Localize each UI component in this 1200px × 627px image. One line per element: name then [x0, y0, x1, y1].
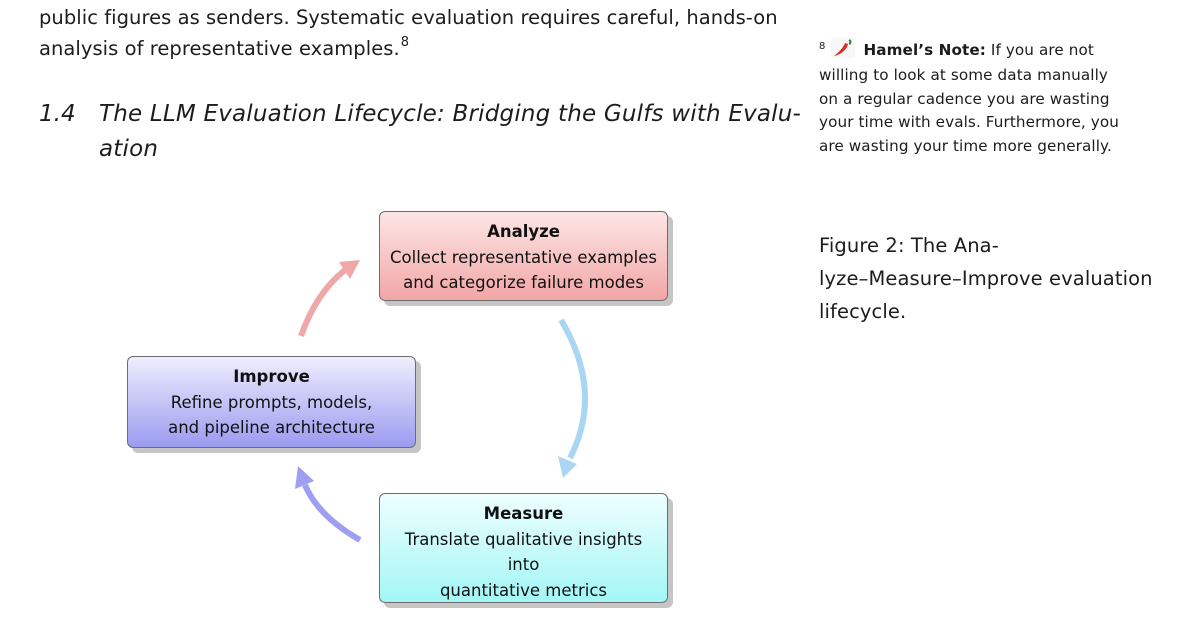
arrow-measure-to-improve-head: [295, 466, 314, 489]
measure-title: Measure: [483, 504, 564, 523]
side-note-line: on a regular cadence you are wasting: [819, 89, 1110, 108]
measure-box: Measure Translate qualitative insights i…: [379, 493, 668, 603]
side-note-marker: 8: [819, 41, 826, 52]
section-title-line-1: The LLM Evaluation Lifecycle: Bridging t…: [99, 101, 802, 127]
arrow-analyze-to-measure: [558, 318, 588, 460]
analyze-title: Analyze: [487, 222, 560, 241]
footnote-reference[interactable]: 8: [400, 35, 410, 50]
measure-line-1: Translate qualitative insights: [404, 529, 643, 549]
side-note-line: willing to look at some data manually: [819, 66, 1108, 85]
body-text-line: analysis of representative examples.8: [39, 35, 410, 64]
arrow-analyze-to-measure-head: [558, 456, 577, 478]
section-number: 1.4: [39, 101, 76, 127]
analyze-box: Analyze Collect representative examples …: [379, 211, 668, 301]
arrow-measure-to-improve: [302, 483, 362, 543]
analyze-line-1: Collect representative examples: [390, 247, 657, 267]
body-line-2: analysis of representative examples.: [39, 37, 400, 60]
side-note-line: your time with evals. Furthermore, you: [819, 113, 1119, 132]
chili-pepper-icon: [831, 38, 856, 58]
improve-box: Improve Refine prompts, models, and pipe…: [127, 356, 416, 448]
measure-line-3: quantitative metrics: [439, 580, 608, 600]
figure-caption: Figure 2: The Ana- lyze–Measure–Improve …: [819, 229, 1153, 328]
caption-line: Figure 2: The Ana-: [819, 234, 999, 257]
side-note-text: If you are not: [990, 41, 1094, 59]
improve-line-1: Refine prompts, models,: [170, 392, 373, 412]
caption-line: lyze–Measure–Improve evaluation: [819, 267, 1153, 290]
arrow-improve-to-analyze: [298, 267, 347, 337]
improve-title: Improve: [233, 367, 310, 386]
body-line-1: public figures as senders. Systematic ev…: [39, 6, 778, 29]
arrow-improve-to-analyze-head: [339, 260, 360, 279]
improve-line-2: and pipeline architecture: [168, 418, 375, 437]
measure-line-2: into: [507, 555, 540, 574]
body-text-line: public figures as senders. Systematic ev…: [39, 6, 778, 30]
caption-line: lifecycle.: [819, 300, 907, 323]
side-note-label: Hamel’s Note:: [863, 41, 986, 59]
side-note-line: 8 Hamel’s Note: If you are not: [819, 38, 1119, 64]
side-note: 8 Hamel’s Note: If you are not willing t…: [819, 38, 1119, 158]
section-title-line-2: ation: [99, 136, 159, 162]
side-note-line: are wasting your time more generally.: [819, 136, 1112, 155]
analyze-line-2: and categorize failure modes: [403, 273, 644, 292]
